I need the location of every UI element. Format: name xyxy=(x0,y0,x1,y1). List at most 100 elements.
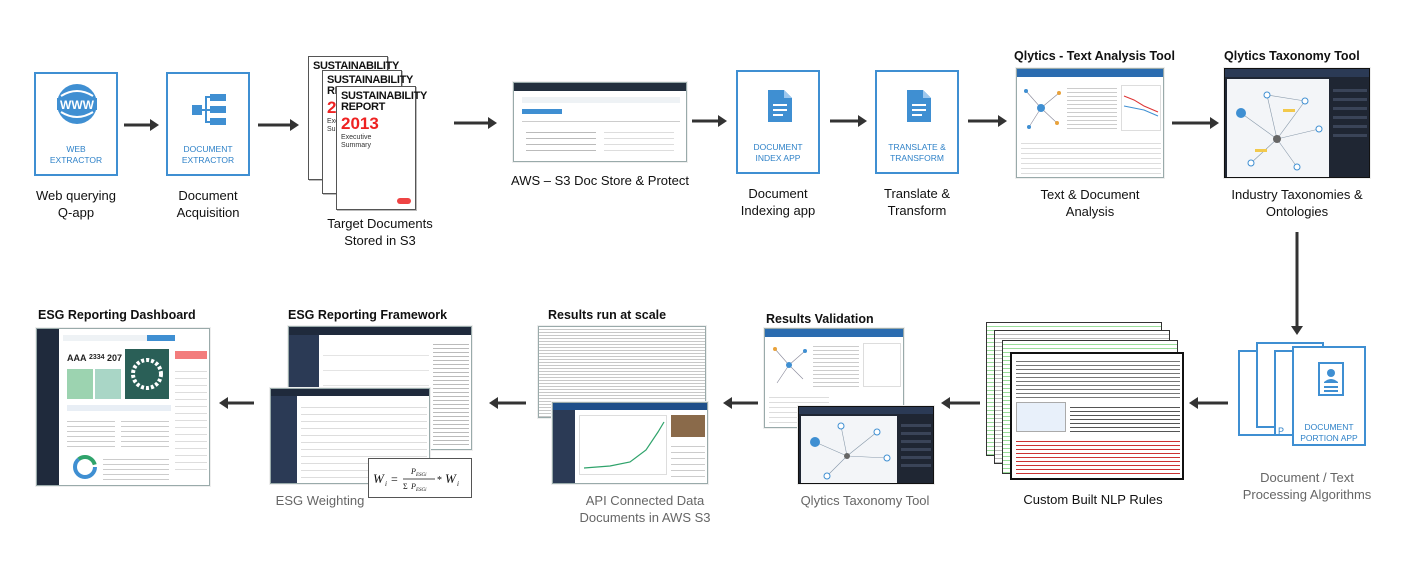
validation-caption: Qlytics Taxonomy Tool xyxy=(790,492,940,509)
aws-tabs xyxy=(522,97,680,103)
svg-text:W: W xyxy=(373,471,385,486)
code-screen-front xyxy=(1010,352,1184,480)
esg-weighting-formula: W i = P ESGi Σ P ESGi * W i xyxy=(368,458,472,498)
metric-block xyxy=(121,417,169,447)
svg-text:i: i xyxy=(385,480,387,488)
www-globe-icon: WWW xyxy=(57,84,97,124)
caption-line: API Connected Data xyxy=(585,493,705,508)
report-sub-line: Summary xyxy=(341,142,371,149)
web-extractor-box: WWW WEB EXTRACTOR xyxy=(34,72,118,176)
report-year: 2 xyxy=(327,98,337,117)
document-index-box: DOCUMENT INDEX APP xyxy=(736,70,820,174)
app-topbar xyxy=(289,327,471,335)
arrow-right xyxy=(692,115,727,127)
svg-text:*: * xyxy=(437,475,442,486)
esg-dashboard-screenshot: AAA 2334 207 xyxy=(36,328,210,486)
caption-line: Acquisition xyxy=(176,205,240,220)
kpi-rating: AAA xyxy=(67,353,87,363)
sidebar xyxy=(37,329,59,485)
arrow-right xyxy=(830,115,867,127)
id-card-icon xyxy=(1318,362,1344,396)
report-year: 2013 xyxy=(341,114,379,133)
caption-line: Custom Built NLP Rules xyxy=(1023,492,1163,507)
translate-caption: Translate & Transform xyxy=(861,185,973,219)
app-topbar xyxy=(271,389,429,396)
data-table xyxy=(1021,139,1161,175)
ring-chart xyxy=(71,453,99,485)
document-extractor-label-2: EXTRACTOR xyxy=(181,155,235,165)
results-validation-title: Results Validation xyxy=(766,312,874,326)
caption-line: Document xyxy=(748,186,808,201)
esg-framework-title: ESG Reporting Framework xyxy=(288,308,448,322)
caption-line: Qlytics Taxonomy Tool xyxy=(800,493,930,508)
arrow-left xyxy=(941,397,980,409)
arrow-right xyxy=(1172,117,1219,129)
graph-canvas xyxy=(801,416,897,483)
aws-divider xyxy=(522,121,680,122)
taxonomy-caption: Industry Taxonomies & Ontologies xyxy=(1216,186,1378,220)
side-details xyxy=(175,365,207,475)
caption-line: Ontologies xyxy=(1265,204,1329,219)
translate-transform-box: TRANSLATE & TRANSFORM xyxy=(875,70,959,174)
arrow-right xyxy=(124,119,159,131)
report-sub-line: Su xyxy=(327,126,336,133)
partial-label: P xyxy=(1278,426,1284,436)
svg-text:P: P xyxy=(410,482,416,491)
caption-line: Indexing app xyxy=(740,203,816,218)
caption-line: Document xyxy=(178,188,238,203)
growth-chart xyxy=(579,415,667,475)
report-logo-icon xyxy=(397,198,411,204)
caption-line: Web querying xyxy=(36,188,116,203)
caption-line: Document / Text xyxy=(1260,470,1354,485)
validation-taxonomy-screenshot xyxy=(798,406,934,484)
trend-panel xyxy=(863,343,901,387)
side-panel xyxy=(1333,83,1367,143)
kpi-card-green xyxy=(67,369,93,399)
arrow-right xyxy=(258,119,299,131)
nlp-rules-caption: Custom Built NLP Rules xyxy=(1004,491,1182,508)
web-querying-caption: Web querying Q-app xyxy=(20,187,132,221)
trend-panel xyxy=(1121,85,1161,131)
report-title-line: SUSTAINABILITY xyxy=(327,74,414,86)
document-indexing-caption: Document Indexing app xyxy=(722,185,834,219)
translate-label-2: TRANSFORM xyxy=(890,153,944,163)
report-preview xyxy=(433,341,469,445)
svg-text:ESGi: ESGi xyxy=(415,473,427,478)
caption-line: Translate & xyxy=(884,186,950,201)
report-title: SUSTAINABILITY xyxy=(313,61,399,72)
document-index-label-2: INDEX APP xyxy=(755,153,801,163)
report-title-line: SUSTAINABILITY xyxy=(341,90,428,102)
arrow-down xyxy=(1291,232,1303,335)
svg-text:ESGi: ESGi xyxy=(415,488,427,493)
caption-line: Q-app xyxy=(57,205,95,220)
graph-canvas xyxy=(1227,79,1329,177)
network-graph xyxy=(1021,83,1063,133)
svg-text:WWW: WWW xyxy=(60,98,95,112)
kpi-count: 207 xyxy=(107,353,123,363)
caption-line: ESG Weighting xyxy=(275,493,365,508)
aws-s3-screenshot xyxy=(513,82,687,162)
metric-block xyxy=(103,455,169,481)
caption-line: Target Documents xyxy=(327,216,433,231)
donut-chart xyxy=(125,349,169,404)
dashboard-button xyxy=(147,335,175,341)
caption-line: Documents in AWS S3 xyxy=(579,510,711,525)
caption-line: Analysis xyxy=(1065,204,1115,219)
text-panel xyxy=(813,343,859,387)
code-block xyxy=(1016,358,1180,398)
esg-weighting-caption: ESG Weighting xyxy=(250,492,390,509)
sidebar xyxy=(271,396,297,483)
photo-thumbnail xyxy=(671,415,705,437)
code-panel xyxy=(1016,402,1066,432)
document-index-label-1: DOCUMENT xyxy=(753,142,803,152)
text-analysis-caption: Text & Document Analysis xyxy=(1020,186,1160,220)
document-extractor-label-1: DOCUMENT xyxy=(183,144,233,154)
arrow-left xyxy=(1189,397,1228,409)
caption-line: Text & Document xyxy=(1040,187,1140,202)
translate-label-1: TRANSLATE & xyxy=(888,142,946,152)
aws-button xyxy=(522,109,562,114)
target-documents-caption: Target Documents Stored in S3 xyxy=(312,215,448,249)
svg-text:=: = xyxy=(391,472,398,486)
aws-caption: AWS – S3 Doc Store & Protect xyxy=(492,172,708,189)
